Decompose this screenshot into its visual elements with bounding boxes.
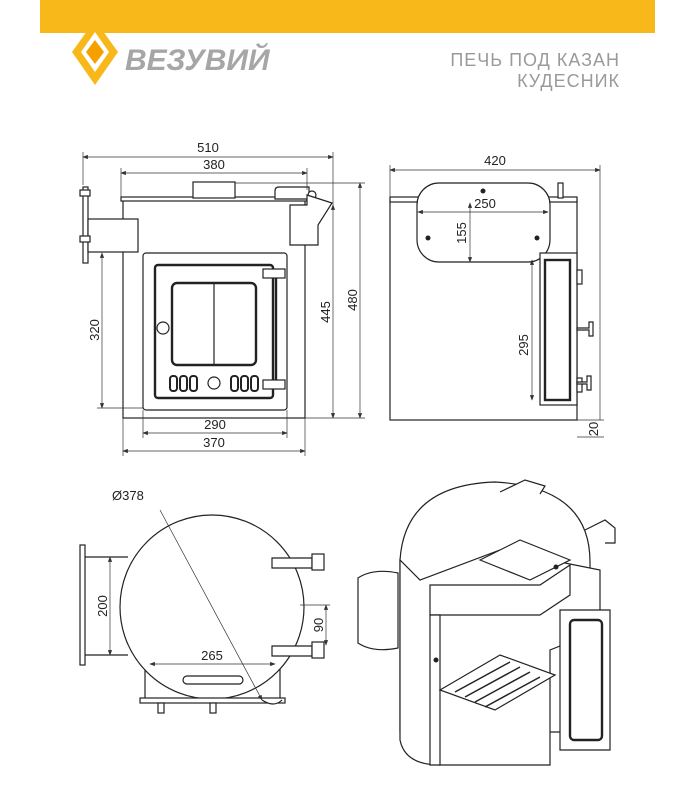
dim-200: 200: [95, 595, 110, 617]
dim-155: 155: [454, 222, 469, 244]
dim-265: 265: [201, 648, 223, 663]
dim-420: 420: [484, 153, 506, 168]
isometric-cutaway-view: [357, 479, 616, 766]
front-view: [79, 181, 333, 419]
top-dimensions: Ø378 200 265 90: [95, 488, 330, 701]
dim-295: 295: [516, 334, 531, 356]
dim-380: 380: [203, 157, 225, 172]
side-dimensions: 420 250 155 295 20: [389, 153, 604, 438]
dim-90: 90: [311, 618, 326, 632]
header-band: [40, 0, 655, 33]
dim-20: 20: [586, 422, 601, 436]
dim-445: 445: [318, 301, 333, 323]
dim-250: 250: [474, 196, 496, 211]
dim-370: 370: [203, 435, 225, 450]
dim-290: 290: [204, 417, 226, 432]
top-view: [79, 514, 325, 714]
title-line-2: КУДЕСНИК: [517, 71, 620, 91]
dim-480: 480: [345, 289, 360, 311]
brand-name: ВЕЗУВИЙ: [125, 44, 270, 77]
side-view: [389, 182, 594, 421]
dim-diameter-378: Ø378: [112, 488, 144, 503]
front-dimensions: 510 380 290 370 320 445 480: [82, 140, 365, 456]
title-line-1: ПЕЧЬ ПОД КАЗАН: [450, 50, 620, 70]
product-title: ПЕЧЬ ПОД КАЗАН КУДЕСНИК: [450, 50, 620, 92]
dim-510: 510: [197, 140, 219, 155]
dim-320: 320: [87, 319, 102, 341]
